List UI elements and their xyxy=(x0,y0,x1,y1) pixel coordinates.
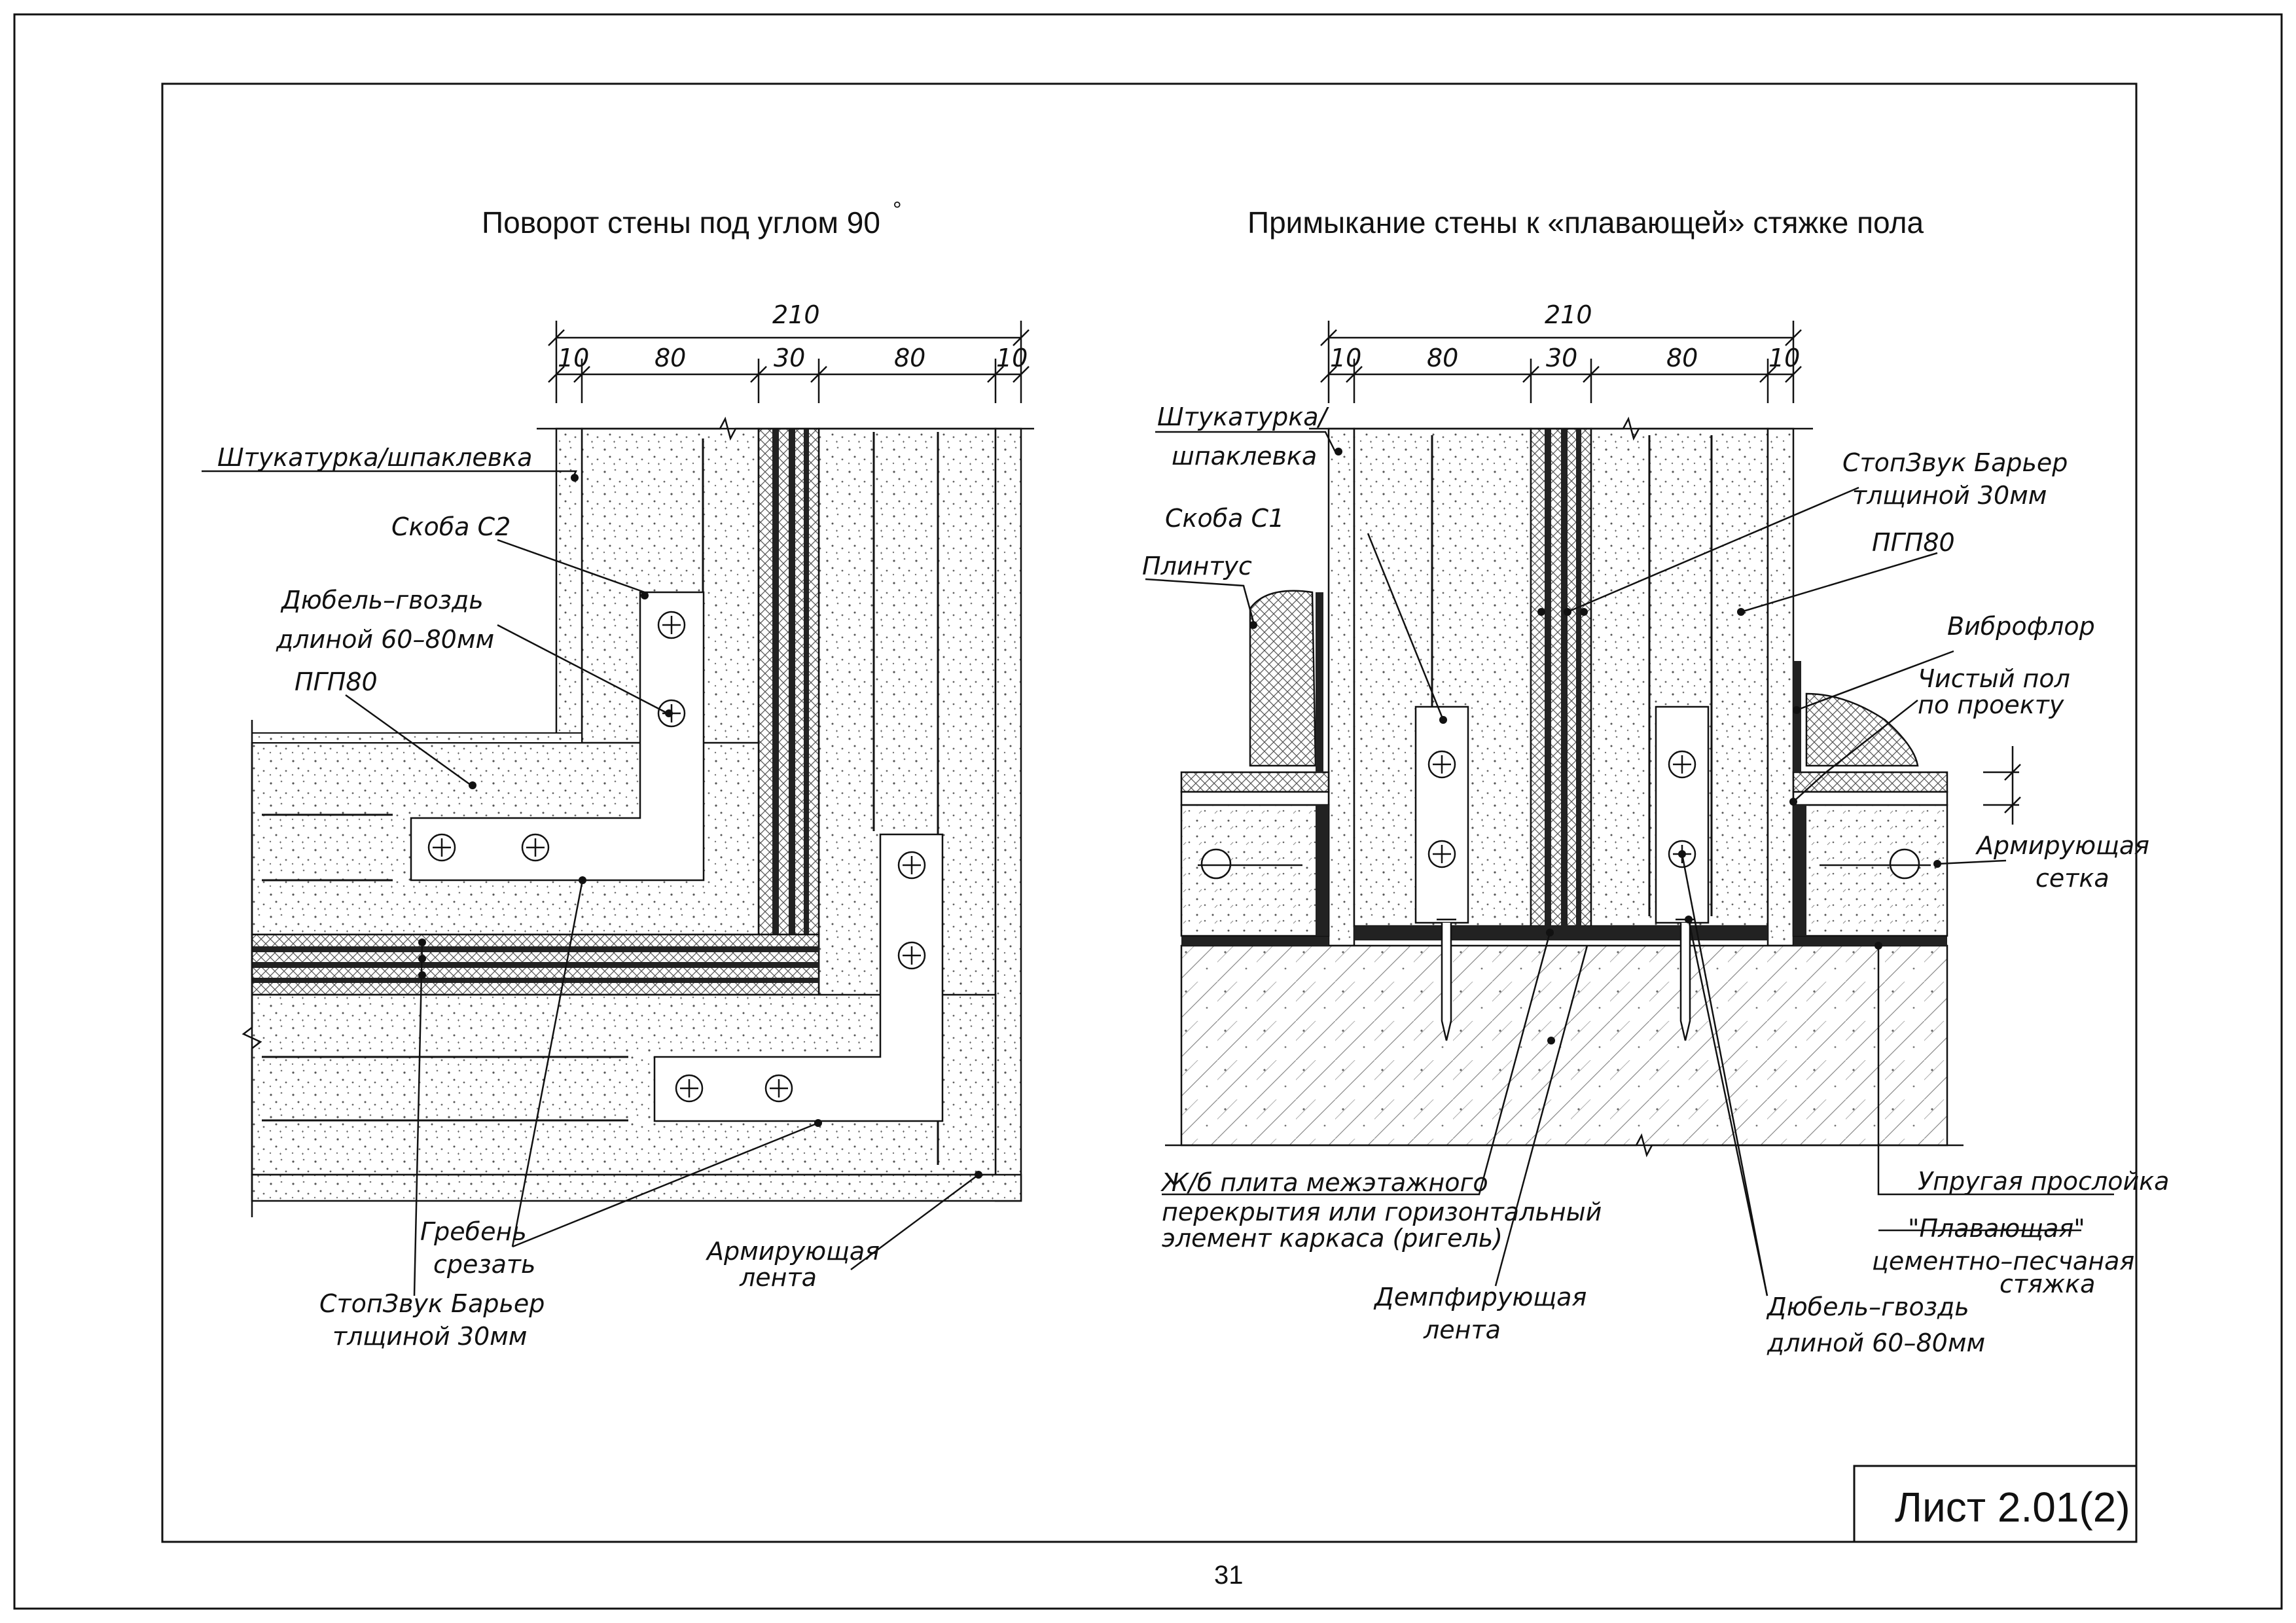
page-number: 31 xyxy=(1214,1561,1244,1590)
left-label-barrier-2: тлщиной 30мм xyxy=(332,1322,527,1351)
right-edge-strip-right xyxy=(1793,805,1806,936)
outer-frame xyxy=(13,13,2283,1610)
right-label-plaster-1: Штукатурка/ xyxy=(1157,402,1329,431)
right-label-screed-3: стяжка xyxy=(2000,1270,2095,1298)
right-dim-total: 210 xyxy=(1545,300,1592,329)
left-barrier-horizontal xyxy=(251,933,820,996)
right-leader-dots xyxy=(1249,448,1941,1044)
right-detail: 210 10 80 30 80 10 xyxy=(1142,300,2169,1357)
right-floor-finish-left xyxy=(1180,771,1330,793)
right-plaster-right xyxy=(1767,427,1795,947)
right-label-plaster-2: шпаклевка xyxy=(1172,442,1317,471)
right-label-barrier-2: тлщиной 30мм xyxy=(1852,481,2047,510)
right-dim-10b: 10 xyxy=(1768,344,1800,372)
right-label-damper-2: лента xyxy=(1423,1315,1501,1344)
right-label-mesh-1: Армирующая xyxy=(1975,831,2149,860)
right-floor-under-right xyxy=(1792,791,1948,806)
right-dim-80b: 80 xyxy=(1666,344,1698,372)
right-label-bracket: Скоба С1 xyxy=(1165,504,1284,533)
left-label-bracket: Скоба С2 xyxy=(391,512,511,541)
right-floor-dim xyxy=(1983,746,2021,825)
right-title: Примыкание стены к «плавающей» стяжке по… xyxy=(1247,205,1924,240)
left-label-plaster: Штукатурка/шпаклевка xyxy=(217,443,532,472)
right-dim-80a: 80 xyxy=(1427,344,1458,372)
right-label-mesh-2: сетка xyxy=(2036,864,2109,893)
right-label-screed-2: цементно–песчаная xyxy=(1872,1247,2134,1275)
right-label-plinth: Плинтус xyxy=(1142,552,1252,580)
right-label-dowel-1: Дюбель–гвоздь xyxy=(1766,1293,1969,1321)
right-barrier-vertical xyxy=(1530,427,1592,927)
left-label-pgp: ПГП80 xyxy=(295,668,378,696)
left-label-dowel-1: Дюбель–гвоздь xyxy=(280,586,484,615)
left-break-mark-top xyxy=(537,416,1034,441)
inner-frame xyxy=(161,82,2138,1543)
right-label-screed-1: "Плавающая" xyxy=(1908,1214,2085,1243)
right-leaders xyxy=(1145,431,2114,1296)
left-dim-80b: 80 xyxy=(894,344,925,372)
left-dim-10a: 10 xyxy=(558,344,589,372)
right-edge-strip-left xyxy=(1316,805,1329,936)
left-label-crest-1: Гребень xyxy=(420,1217,527,1246)
right-dimension-chain xyxy=(1320,321,1802,403)
right-label-slab-3: элемент каркаса (ригель) xyxy=(1162,1224,1503,1253)
left-label-barrier-1: СтопЗвук Барьер xyxy=(319,1289,545,1318)
right-damper-tape xyxy=(1354,926,1768,940)
right-dim-10a: 10 xyxy=(1330,344,1361,372)
left-dim-10b: 10 xyxy=(996,344,1028,372)
right-break-mark-bottom xyxy=(1165,1133,1964,1158)
right-floor-finish-right xyxy=(1792,771,1948,793)
left-dim-total: 210 xyxy=(772,300,820,329)
right-elastic-layer-left xyxy=(1181,936,1329,946)
right-label-barrier-1: СтопЗвук Барьер xyxy=(1842,448,2068,477)
mesh-bar-icon xyxy=(1889,848,1920,880)
left-label-tape-2: лента xyxy=(739,1263,817,1292)
left-dimension-chain xyxy=(548,321,1030,403)
left-break-mark-left xyxy=(242,720,262,1217)
right-plaster-left xyxy=(1327,427,1355,947)
left-detail: 210 10 80 30 80 10 xyxy=(202,300,1034,1351)
right-label-elastic: Упругая прослойка xyxy=(1918,1167,2169,1196)
left-title: Поворот стены под углом 90 xyxy=(482,205,880,240)
right-elastic-layer-right xyxy=(1793,936,1947,946)
right-label-pgp: ПГП80 xyxy=(1872,528,1955,557)
right-plinth-right xyxy=(1793,661,1919,772)
left-label-crest-2: срезать xyxy=(433,1250,535,1279)
right-break-mark-top xyxy=(1309,416,1813,441)
right-label-floor-1: Чистый пол xyxy=(1918,664,2070,693)
left-label-tape-1: Армирующая xyxy=(705,1237,880,1266)
right-floor-under-left xyxy=(1180,791,1330,806)
left-barrier-vertical xyxy=(757,427,820,936)
right-plinth-left xyxy=(1249,590,1323,772)
left-bracket-c2-upper xyxy=(410,591,705,882)
left-leader-dots xyxy=(418,474,982,1179)
left-dim-30: 30 xyxy=(774,344,805,372)
right-label-slab-1: Ж/б плита межэтажного xyxy=(1160,1168,1488,1197)
right-dim-30: 30 xyxy=(1546,344,1577,372)
mesh-bar-icon xyxy=(1200,848,1232,880)
right-label-floor-2: по проекту xyxy=(1918,690,2064,719)
left-plaster-horizontal xyxy=(251,732,583,743)
sheet-stamp: Лист 2.01(2) xyxy=(1895,1484,2130,1531)
left-dim-80a: 80 xyxy=(655,344,686,372)
left-label-dowel-2: длиной 60–80мм xyxy=(276,625,494,654)
right-bracket-c1-left xyxy=(1414,705,1469,924)
right-label-slab-2: перекрытия или горизонтальный xyxy=(1162,1198,1602,1226)
right-label-damper-1: Демпфирующая xyxy=(1373,1283,1587,1311)
right-concrete-slab xyxy=(1180,944,1948,1147)
sheet-stamp-box xyxy=(1853,1465,2138,1543)
right-label-dowel-2: длиной 60–80мм xyxy=(1767,1329,1985,1357)
left-plaster-outer xyxy=(994,427,1022,1202)
left-bracket-c2-lower xyxy=(653,833,944,1122)
right-bracket-c1-right xyxy=(1655,705,1710,924)
right-screed-right xyxy=(1792,804,1948,937)
left-title-degree: ° xyxy=(893,198,902,223)
right-label-vibro: Виброфлор xyxy=(1947,612,2095,641)
